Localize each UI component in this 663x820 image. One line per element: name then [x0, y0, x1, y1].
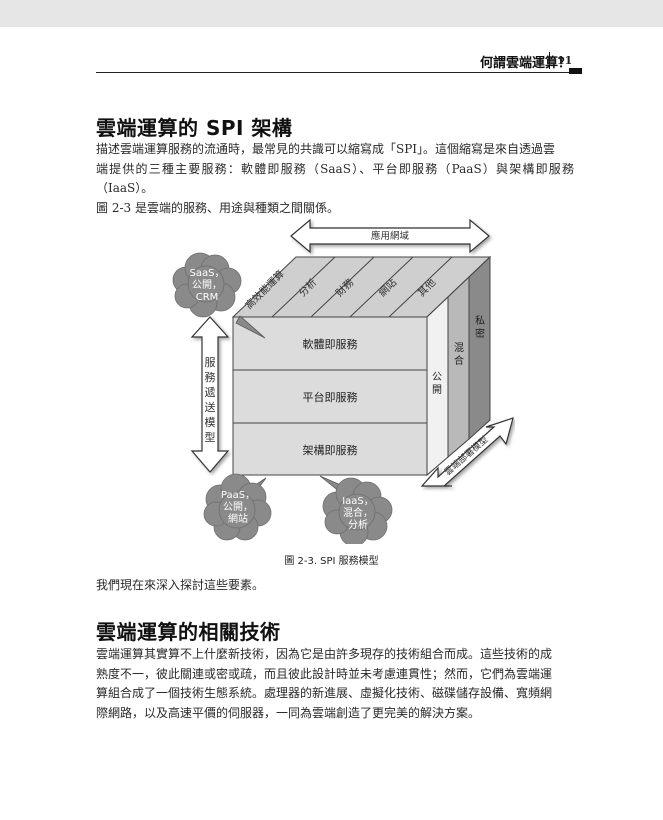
- svg-text:混合，: 混合，: [343, 506, 373, 519]
- side-label-char: 公: [432, 372, 442, 383]
- top-gray-band: [0, 0, 663, 27]
- application-domain-arrow: [290, 218, 490, 254]
- cloud-paas: PaaS， 公開， 網站: [203, 473, 272, 541]
- section-heading-spi: 雲端運算的 SPI 架構: [96, 116, 293, 140]
- section-heading-related-tech: 雲端運算的相關技術: [96, 620, 281, 644]
- service-delivery-label-char: 型: [205, 430, 216, 444]
- paragraph-line: 際網路，以及高速平價的伺服器，一同為雲端創造了更完美的解決方案。: [96, 705, 481, 720]
- svg-text:PaaS，: PaaS，: [221, 490, 255, 501]
- cloud-iaas: IaaS， 混合， 分析: [319, 475, 393, 547]
- svg-text:公開，: 公開，: [192, 279, 222, 291]
- spi-figure: 應用網域 服 務 遞 送 模 型 高效能運算 分析 財務 網站 其他 公 開 混…: [170, 214, 515, 548]
- service-delivery-arrow: [190, 316, 230, 473]
- section-related-tech-paragraph: 雲端運算其實算不上什麼新技術，因為它是由許多現存的技術組合而成。這些技術的成 熟…: [96, 645, 574, 723]
- header-rule: [96, 72, 570, 73]
- svg-text:公開，: 公開，: [223, 501, 253, 513]
- svg-text:IaaS，: IaaS，: [342, 496, 374, 507]
- paragraph-line: 端提供的三種主要服務：軟體即服務（SaaS）、平台即服務（PaaS）與架構即服務…: [96, 161, 574, 196]
- cloud-saas: SaaS， 公開， CRM: [172, 252, 266, 339]
- front-row-label-saas: 軟體即服務: [303, 337, 358, 351]
- service-delivery-label-char: 遞: [205, 385, 216, 399]
- side-label-char: 混: [454, 342, 464, 354]
- paragraph-line: 圖 2-3 是雲端的服務、用途與種類之間關係。: [96, 200, 339, 215]
- application-domain-label: 應用網域: [371, 230, 410, 242]
- svg-text:CRM: CRM: [196, 292, 219, 303]
- side-label-char: 開: [432, 384, 442, 396]
- side-label-char: 密: [475, 327, 485, 340]
- service-delivery-label-char: 服: [205, 356, 216, 369]
- deployment-model-arrow: [420, 417, 514, 487]
- paragraph-line: 熟度不一，彼此關連或密或疏，而且彼此設計時並未考慮連貫性；然而，它們為雲端運: [96, 666, 553, 681]
- page-number: 11: [557, 54, 573, 67]
- front-row-label-paas: 平台即服務: [303, 390, 358, 404]
- svg-text:SaaS，: SaaS，: [190, 268, 225, 279]
- front-row-iaas: [232, 422, 428, 476]
- front-row-saas: [232, 316, 428, 371]
- transition-sentence: 我們現在來深入探討這些要素。: [96, 578, 265, 592]
- paragraph-line: 描述雲端運算服務的流通時，最常見的共識可以縮寫成「SPI」。這個縮寫是來自透過雲: [96, 142, 556, 156]
- side-label-char: 合: [454, 354, 464, 367]
- figure-caption: 圖 2-3. SPI 服務模型: [284, 556, 379, 567]
- running-header-title: 何謂雲端運算？: [479, 56, 571, 71]
- svg-text:分析: 分析: [348, 518, 368, 531]
- paragraph-line: 雲端運算其實算不上什麼新技術，因為它是由許多現存的技術組合而成。這些技術的成: [96, 647, 553, 661]
- front-row-label-iaas: 架構即服務: [303, 443, 358, 457]
- side-label-char: 私: [475, 315, 485, 327]
- header-marker: [569, 68, 582, 74]
- svg-text:網站: 網站: [228, 512, 248, 525]
- section-spi-paragraph: 描述雲端運算服務的流通時，最常見的共識可以縮寫成「SPI」。這個縮寫是來自透過雲…: [96, 140, 574, 218]
- paragraph-line: 算組合成了一個技術生態系統。處理器的新進展、虛擬化技術、磁碟儲存設備、寬頻網: [96, 686, 553, 700]
- service-delivery-label-char: 送: [205, 400, 216, 414]
- service-delivery-label-char: 務: [205, 370, 216, 384]
- header-divider: [549, 52, 550, 69]
- front-row-paas: [232, 369, 428, 424]
- service-delivery-label-char: 模: [205, 416, 216, 429]
